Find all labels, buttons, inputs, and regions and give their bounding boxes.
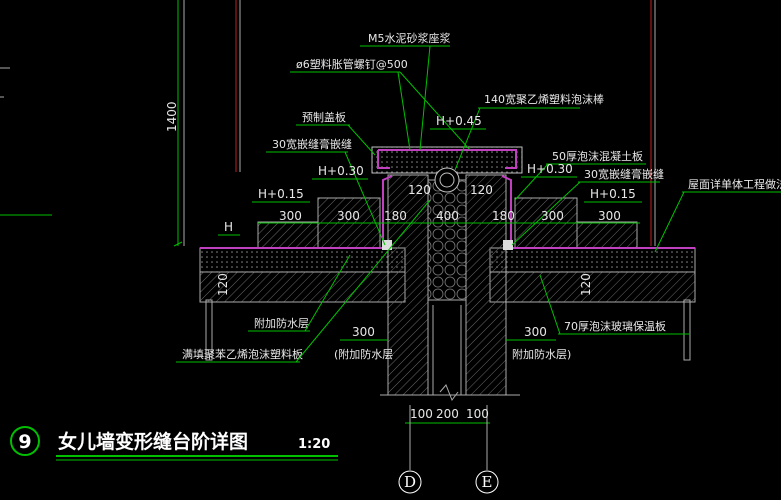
dim-120-right: 120 bbox=[470, 183, 493, 197]
label-bolt: ø6塑料胀管螺钉@500 bbox=[296, 57, 408, 71]
dim-1400: 1400 bbox=[165, 0, 183, 247]
axis-d: D bbox=[398, 470, 422, 494]
dim-row-bottom: 100 200 100 bbox=[405, 405, 490, 470]
dim-300-2: 300 bbox=[337, 209, 360, 223]
dim-200: 200 bbox=[436, 407, 459, 421]
title-number-ring bbox=[10, 426, 40, 456]
dim-120-left: 120 bbox=[408, 183, 431, 197]
label-roof-note: 屋面详单体工程做法 bbox=[688, 177, 781, 191]
label-mortar: M5水泥砂浆座浆 bbox=[368, 31, 451, 45]
dim-100-left: 100 bbox=[410, 407, 433, 421]
slab-supports bbox=[205, 299, 691, 361]
axis-e: E bbox=[475, 470, 499, 494]
elev-h015-right: H+0.15 bbox=[590, 187, 636, 201]
dim-300-1: 300 bbox=[279, 209, 302, 223]
axis-e-text: E bbox=[482, 473, 493, 491]
dim-300-4: 300 bbox=[598, 209, 621, 223]
label-foam-glass: 70厚泡沫玻璃保温板 bbox=[564, 319, 666, 333]
waterproof-membrane bbox=[200, 175, 695, 250]
axis-d-text: D bbox=[404, 473, 416, 491]
elev-h030-right: H+0.30 bbox=[527, 162, 573, 176]
dim-300-bottom: 300 (附加防水层 300 附加防水层) bbox=[334, 325, 571, 361]
label-extra-waterproof: 附加防水层 bbox=[254, 316, 309, 330]
break-lines bbox=[380, 384, 520, 402]
label-foam-concrete: 50厚泡沫混凝土板 bbox=[552, 149, 643, 163]
title-block: 9 女儿墙变形缝台阶详图 1:20 bbox=[10, 426, 338, 461]
title-number: 9 bbox=[18, 431, 31, 453]
elev-h045: H+0.45 bbox=[436, 114, 482, 128]
precast-cover bbox=[371, 146, 523, 193]
label-foam-strip: 140宽聚乙烯塑料泡沫棒 bbox=[484, 92, 604, 106]
dim-400: 400 bbox=[436, 209, 459, 223]
label-sealant-left: 30宽嵌缝膏嵌缝 bbox=[272, 137, 352, 151]
elev-h030-left: H+0.30 bbox=[318, 164, 364, 178]
dim-300-3: 300 bbox=[541, 209, 564, 223]
dim-1400-text: 1400 bbox=[165, 101, 179, 132]
elev-h015-left: H+0.15 bbox=[258, 187, 304, 201]
dim-120-slab-right: 120 bbox=[579, 273, 593, 296]
dim-120-slab-left: 120 bbox=[216, 273, 230, 296]
dim-180-left: 180 bbox=[384, 209, 407, 223]
roof-slab bbox=[199, 247, 696, 303]
title-scale: 1:20 bbox=[298, 437, 330, 452]
label-polyethylene-board: 满填聚苯乙烯泡沫塑料板 bbox=[182, 347, 303, 361]
dim-row-top: 300 300 180 120 400 120 180 300 300 bbox=[258, 183, 640, 224]
label-precast-cover: 预制盖板 bbox=[302, 110, 346, 124]
label-extra-waterproof-left: (附加防水层 bbox=[334, 347, 393, 361]
parapet-walls bbox=[387, 174, 507, 396]
upper-wall-lines bbox=[183, 0, 656, 246]
title-text: 女儿墙变形缝台阶详图 bbox=[58, 430, 248, 453]
label-sealant-right: 30宽嵌缝膏嵌缝 bbox=[584, 167, 664, 181]
label-extra-waterproof-right: 附加防水层) bbox=[512, 347, 571, 361]
dim-180-right: 180 bbox=[492, 209, 515, 223]
dim-300-bottom-left: 300 bbox=[352, 325, 375, 339]
dim-300-bottom-right: 300 bbox=[524, 325, 547, 339]
dim-100-right: 100 bbox=[466, 407, 489, 421]
elev-h: H bbox=[224, 220, 233, 234]
